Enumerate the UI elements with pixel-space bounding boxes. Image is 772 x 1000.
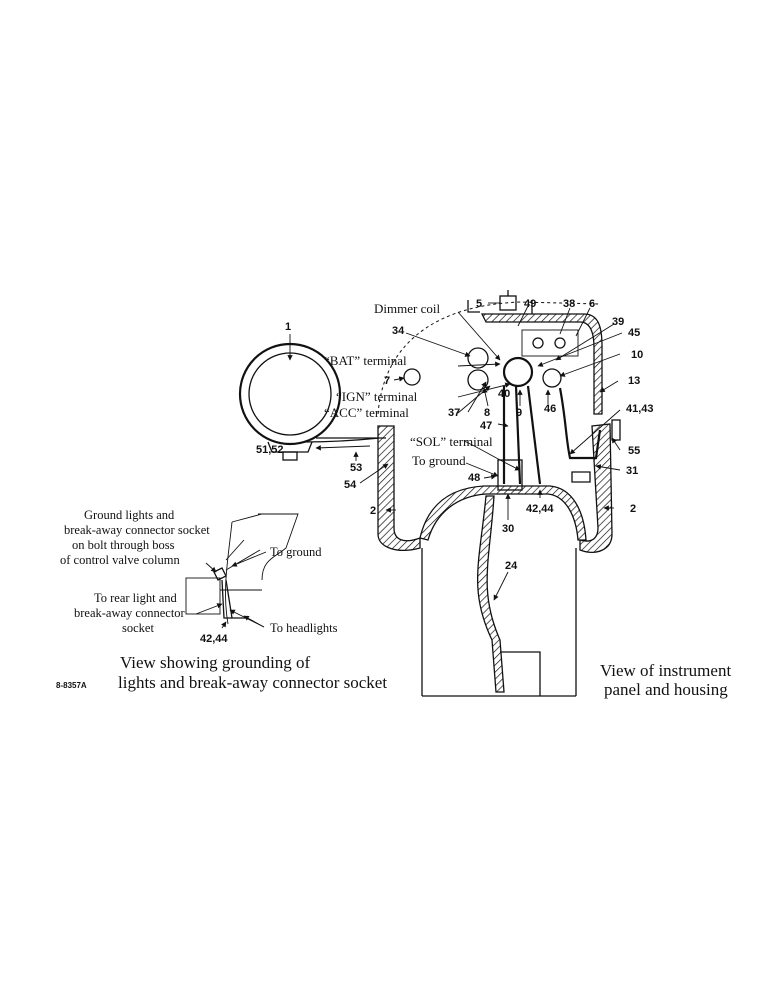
inset-label-ground: of control valve column <box>60 553 181 567</box>
inset-label-ground: break-away connector socket <box>64 523 210 537</box>
part-number: 41,43 <box>626 403 654 415</box>
part-number: 2 <box>370 505 376 517</box>
part-number: 6 <box>589 298 595 310</box>
part-number: 8 <box>484 407 490 419</box>
caption-left-line2: lights and break-away connector socket <box>118 673 387 692</box>
part-number: 9 <box>516 407 522 419</box>
caption-right-line1: View of instrument <box>600 661 731 680</box>
part-number: 37 <box>448 407 460 419</box>
caption-left-line1: View showing grounding of <box>120 653 311 672</box>
part-number: 42,44 <box>526 503 554 515</box>
part-number: 46 <box>544 403 556 415</box>
part-number: 24 <box>505 560 518 572</box>
caption-right-line2: panel and housing <box>604 680 728 699</box>
inset-label-rear: socket <box>122 621 154 635</box>
inset-label-rear: break-away connector <box>74 606 186 620</box>
part-number: 30 <box>502 523 514 535</box>
part-number: 51,52 <box>256 444 284 456</box>
part-number: 10 <box>631 349 643 361</box>
part-number: 1 <box>285 321 291 333</box>
part-number: 13 <box>628 375 640 387</box>
part-number: 34 <box>392 325 405 337</box>
label-dimmer-coil: Dimmer coil <box>374 301 440 316</box>
leader-lines <box>287 302 623 601</box>
inset-label-ground: on bolt through boss <box>72 538 175 552</box>
inset-label-to-ground: To ground <box>270 545 322 559</box>
label-sol-terminal: “SOL” terminal <box>410 434 493 449</box>
label-to-ground: To ground <box>412 453 466 468</box>
part-number: 7 <box>384 375 390 387</box>
part-number: 45 <box>628 327 640 339</box>
part-number: 2 <box>630 503 636 515</box>
part-number: 53 <box>350 462 362 474</box>
inset-part-number: 42,44 <box>200 633 228 645</box>
part-number: 48 <box>468 472 480 484</box>
figure-code: 8-8357A <box>56 681 87 690</box>
part-number: 54 <box>344 479 357 491</box>
label-ign-terminal: “IGN” terminal <box>336 389 418 404</box>
part-number: 40 <box>498 388 510 400</box>
label-acc-terminal: “ACC” terminal <box>324 405 409 420</box>
part-number: 55 <box>628 445 640 457</box>
part-number: 31 <box>626 465 638 477</box>
part-number: 5 <box>476 298 482 310</box>
inset-label-rear: To rear light and <box>94 591 178 605</box>
part-number: 47 <box>480 420 492 432</box>
grounding-inset <box>185 513 299 629</box>
label-bat-terminal: “BAT” terminal <box>324 353 407 368</box>
part-number: 49 <box>524 298 536 310</box>
instrument-housing <box>316 290 621 697</box>
inset-label-ground: Ground lights and <box>84 508 175 522</box>
part-number: 38 <box>563 298 575 310</box>
part-number: 39 <box>612 316 624 328</box>
inset-label-headlights: To headlights <box>270 621 338 635</box>
